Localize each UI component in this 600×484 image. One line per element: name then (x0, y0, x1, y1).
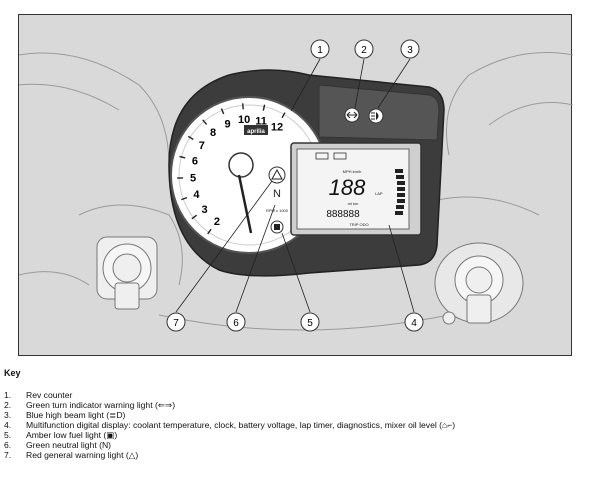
key-item-number: 4. (4, 420, 12, 430)
needle (237, 174, 253, 234)
low-fuel-light (270, 220, 284, 234)
key-item-number: 1. (4, 390, 12, 400)
dial-number: 2 (214, 216, 220, 228)
key-item-number: 2. (4, 400, 12, 410)
key-item-text: Green neutral light (N) (26, 440, 112, 450)
dial-tick (281, 112, 286, 119)
lap-label: LAP (375, 191, 383, 196)
dial-number: 12 (271, 122, 283, 134)
callout-7: 7 (166, 312, 186, 332)
key-item: 7. Red general warning light (△) (4, 450, 455, 460)
dial-number: 10 (238, 114, 250, 126)
svg-text:4: 4 (411, 318, 417, 329)
key-item-number: 5. (4, 430, 12, 440)
key-title: Key (4, 368, 21, 378)
dial-number: 6 (192, 156, 198, 168)
svg-text:6: 6 (233, 318, 239, 329)
key-item: 5. Amber low fuel light (▣) (4, 430, 455, 440)
turn-indicator-light (344, 107, 360, 123)
dial-number: 11 (255, 115, 267, 127)
dial-number: 3 (202, 204, 208, 216)
right-mount (434, 242, 524, 325)
high-beam-light (368, 108, 384, 124)
key-item-number: 6. (4, 440, 12, 450)
key-item: 2. Green turn indicator warning light (⇐⇒… (4, 400, 455, 410)
key-item-text: Rev counter (26, 390, 73, 400)
odometer-readout: 888888 (326, 209, 360, 220)
dial-number: 9 (225, 118, 231, 130)
svg-text:1: 1 (317, 45, 323, 56)
key-item-text: Amber low fuel light (▣) (26, 430, 118, 440)
key-item: 3. Blue high beam light (≣D) (4, 410, 455, 420)
dial-number: 8 (210, 127, 216, 139)
dial-tick (181, 196, 188, 201)
brand-logo: aprilia (247, 129, 265, 135)
callout-5: 5 (300, 312, 320, 332)
key-item-text: Multifunction digital display: coolant t… (26, 420, 456, 430)
callout-4: 4 (404, 312, 424, 332)
callout-1: 1 (310, 39, 330, 59)
key-item-text: Red general warning light (△) (26, 450, 139, 460)
needle-hub (228, 152, 254, 178)
dial-number: 5 (190, 172, 196, 184)
speed-unit-label: MPH km/h (343, 169, 362, 174)
svg-text:2: 2 (361, 45, 367, 56)
general-warning-light (268, 166, 286, 184)
dial-tick (202, 119, 208, 125)
svg-text:5: 5 (307, 318, 313, 329)
svg-text:7: 7 (173, 318, 179, 329)
svg-text:N: N (273, 188, 281, 200)
rpm-unit-label: RPM x 1000 (266, 208, 289, 213)
callout-3: 3 (400, 39, 420, 59)
digital-display (296, 148, 410, 230)
neutral-light: N (273, 188, 281, 200)
speed-readout: 188 (329, 175, 366, 200)
dial-tick (207, 228, 212, 235)
key-item-number: 7. (4, 450, 12, 460)
dial-tick (179, 155, 186, 159)
key-item: 1. Rev counter (4, 390, 455, 400)
left-mount (96, 236, 158, 310)
dial-number: 7 (199, 140, 205, 152)
dial-tick (220, 108, 225, 115)
key-item: 6. Green neutral light (N) (4, 440, 455, 450)
trip-label: TRIP ODO (349, 222, 368, 227)
dial-tick (242, 103, 244, 110)
key-list: 1. Rev counter 2. Green turn indicator war… (4, 390, 455, 460)
key-item-text: Blue high beam light (≣D) (26, 410, 126, 420)
dial-tick (191, 214, 198, 220)
callout-2: 2 (354, 39, 374, 59)
dial-number: 4 (193, 189, 200, 201)
dial-tick (187, 135, 194, 141)
callout-6: 6 (226, 312, 246, 332)
dial-tick (262, 104, 266, 111)
svg-text:3: 3 (407, 45, 413, 56)
odo-units-label: mi km (348, 201, 359, 206)
key-item-text: Green turn indicator warning light (⇐⇒) (26, 400, 176, 410)
key-item-number: 3. (4, 410, 12, 420)
key-item: 4. Multifunction digital display: coolant… (4, 420, 455, 430)
